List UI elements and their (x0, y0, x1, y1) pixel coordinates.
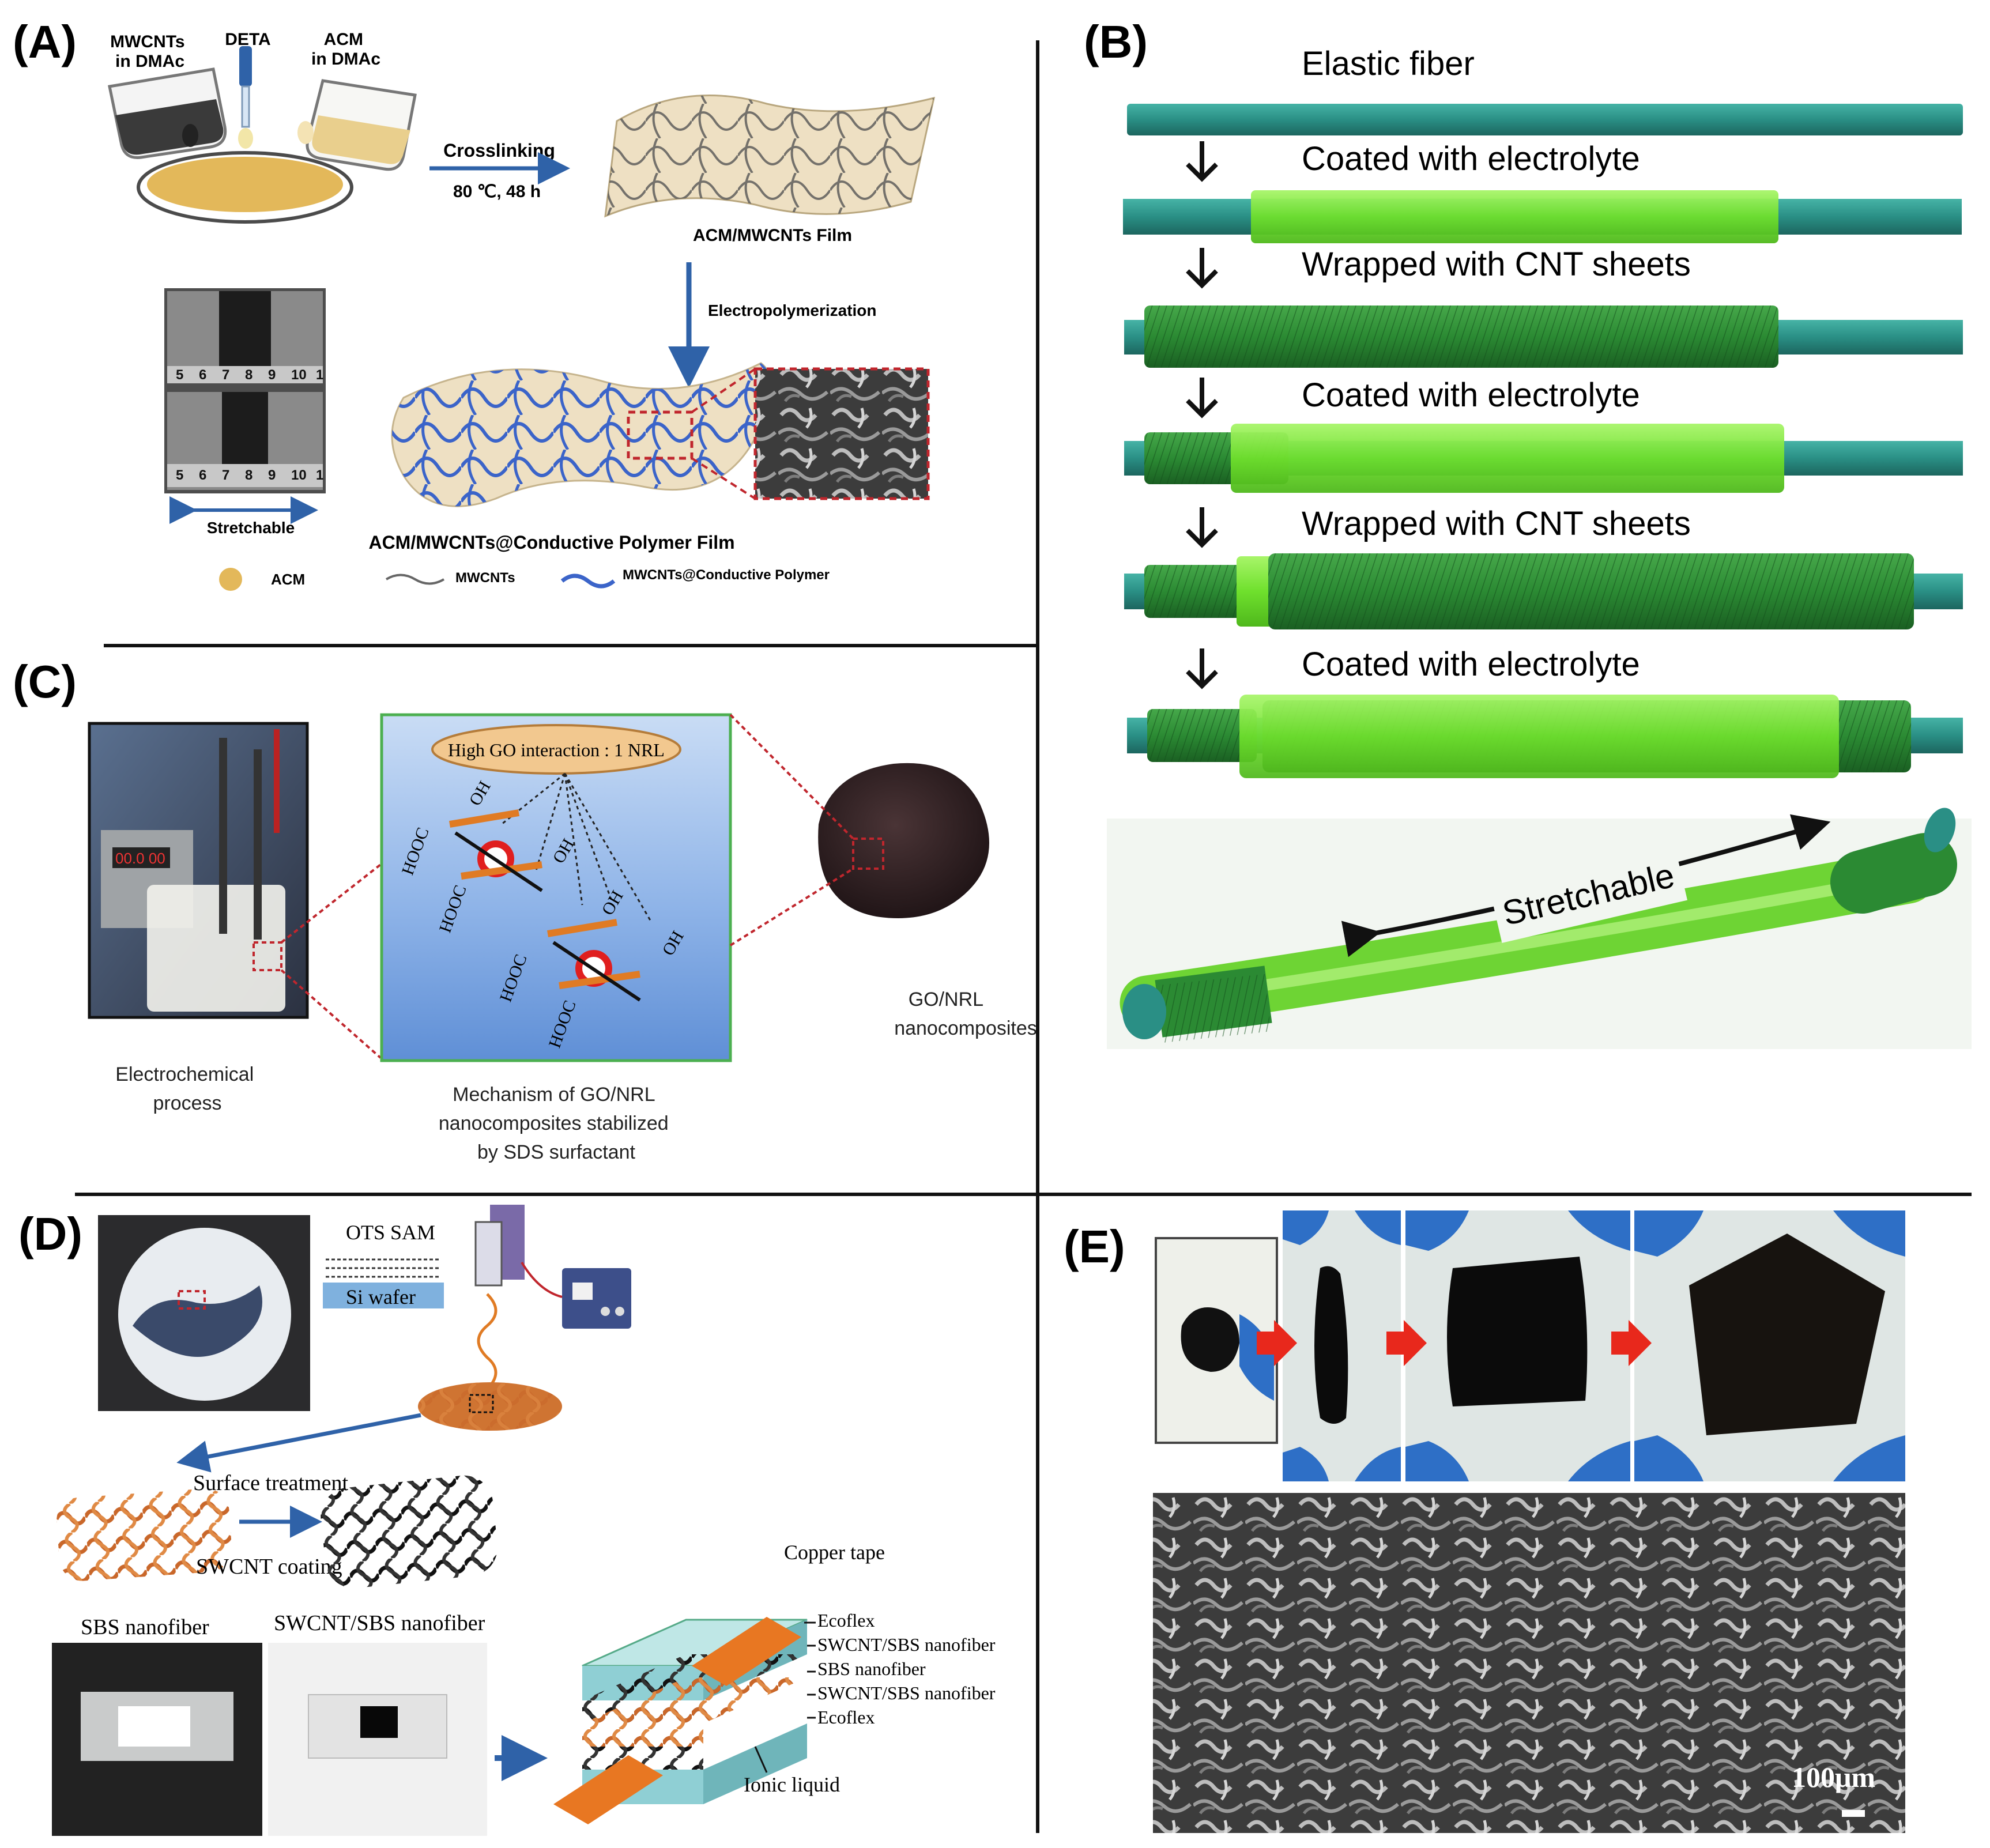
interaction-bubble (431, 724, 681, 775)
svg-text:7: 7 (222, 367, 229, 383)
svg-text:10: 10 (291, 467, 307, 483)
panel-e-label: (E) (1064, 1221, 1125, 1272)
copper-tape-label: Copper tape (784, 1541, 885, 1564)
stretchable-label: Stretchable (207, 519, 295, 537)
svg-text:00.0 00: 00.0 00 (115, 850, 165, 867)
step-5-label: Wrapped with CNT sheets (1302, 505, 1691, 542)
svg-text:1: 1 (316, 467, 323, 483)
nrl-particle-1 (449, 809, 543, 892)
layer-swcnt-bottom: SWCNT/SBS nanofiber (817, 1683, 996, 1703)
fiber-1-elastic (1127, 104, 1963, 135)
mechanism-lines (501, 772, 653, 923)
step-3-label: Wrapped with CNT sheets (1302, 246, 1691, 283)
swcnt-sbs-label: SWCNT/SBS nanofiber (274, 1611, 485, 1635)
fiber-2-electrolyte (1251, 190, 1778, 243)
step-4-label: Coated with electrolyte (1302, 376, 1640, 414)
svg-text:6: 6 (199, 367, 206, 383)
layer-sbs: SBS nanofiber (817, 1658, 926, 1679)
interaction-label: High GO interaction : 1 NRL (448, 740, 665, 760)
mat-black (321, 1475, 498, 1589)
si-wafer-box (323, 1283, 444, 1308)
svg-text:9: 9 (268, 467, 276, 483)
sem-image (1153, 1493, 1905, 1833)
step-2-label: Coated with electrolyte (1302, 140, 1640, 178)
scale-label: 100μm (1792, 1761, 1875, 1793)
stretch-photo: 5 6 7 8 9 10 1 5 6 7 8 9 10 1 (164, 288, 326, 493)
progress-arrows (1257, 1320, 1652, 1366)
crosslinking-label: Crosslinking (443, 140, 555, 161)
fiber-6-electrolyte (1239, 695, 1839, 778)
dish-icon (137, 151, 353, 224)
panel-d-label: (D) (18, 1208, 82, 1259)
svg-text:1: 1 (316, 367, 323, 383)
ots-sam-icon (326, 1258, 441, 1278)
svg-text:5: 5 (176, 367, 183, 383)
reagent-mwcnts-label: MWCNTs in DMAc (110, 32, 190, 71)
si-label: Si wafer (346, 1285, 416, 1308)
dropper-icon (238, 46, 253, 149)
copper-tape-top (692, 1617, 801, 1686)
panel-b-label: (B) (1084, 16, 1148, 67)
legend-polymer-label: MWCNTs@Conductive Polymer (623, 567, 830, 583)
stretched-fiber-cnt-right (1830, 833, 1957, 914)
legend-acm-label: ACM (271, 571, 305, 588)
panel-c-label: (C) (13, 656, 77, 707)
collector-arrow (176, 1413, 421, 1473)
reagent-acm-label: ACM in DMAc (311, 30, 380, 69)
legend-mwcnts-icon (385, 574, 445, 585)
mat-orange (56, 1488, 232, 1581)
zoom-box (627, 410, 694, 460)
sem-inset (753, 367, 930, 500)
film2-label: ACM/MWCNTs@Conductive Polymer Film (368, 532, 734, 553)
sbs-label: SBS nanofiber (81, 1615, 209, 1639)
copper-tape-bottom (553, 1755, 663, 1824)
svg-text:8: 8 (245, 467, 252, 483)
stretched-fiber-end-left (1122, 984, 1166, 1039)
caption-nanocomposites: GO/NRL nanocomposites (894, 989, 1037, 1039)
panel-a-label: (A) (13, 16, 77, 67)
surface-treatment-label: Surface treatment (193, 1471, 348, 1495)
nrl-particle-2 (547, 919, 641, 1002)
legend-acm-icon (219, 568, 242, 591)
panel-d: (D) OTS SAM Si wafer Surface treatment S… (18, 1205, 996, 1836)
svg-text:9: 9 (268, 367, 276, 383)
coating-label: SWCNT coating (196, 1555, 342, 1579)
step-1-label: Elastic fiber (1302, 45, 1475, 82)
panel-e: (E) 100μm (1064, 1210, 1905, 1833)
layer-ecoflex-top: Ecoflex (817, 1610, 875, 1631)
legend-mwcnts-label: MWCNTs (455, 570, 515, 586)
ionic-liquid-label: Ionic liquid (744, 1773, 840, 1796)
layer-swcnt-top: SWCNT/SBS nanofiber (817, 1634, 996, 1655)
beaker-mwcnts-icon (108, 67, 227, 159)
stretched-fiber-end-right (1924, 808, 1956, 853)
scale-bar (1842, 1810, 1865, 1817)
beaker-acm-icon (297, 79, 417, 171)
panel-c: (C) 00.0 00 Electrochemical process High… (13, 656, 1037, 1163)
layer-leaders (804, 1621, 816, 1719)
nanocomposite-blob (818, 763, 989, 918)
fiber-4-electrolyte (1231, 424, 1784, 493)
step-6-label: Coated with electrolyte (1302, 646, 1640, 683)
panel-b: (B) Elastic fiber Coated with electrolyt… (1084, 16, 1972, 1049)
svg-text:5: 5 (176, 467, 183, 483)
caption-mechanism: Mechanism of GO/NRL nanocomposites stabi… (439, 1084, 674, 1163)
legend-polymer-icon (560, 574, 616, 589)
panel-a: (A) MWCNTs in DMAc DETA ACM in DMA (13, 16, 935, 591)
svg-text:10: 10 (291, 367, 307, 383)
ots-label: OTS SAM (346, 1221, 435, 1244)
layer-ecoflex-bottom: Ecoflex (817, 1707, 875, 1728)
step-arrows (1186, 141, 1218, 689)
electropolymerization-label: Electropolymerization (708, 301, 877, 319)
svg-text:6: 6 (199, 467, 206, 483)
svg-text:7: 7 (222, 467, 229, 483)
film1-label: ACM/MWCNTs Film (693, 226, 852, 245)
lab-photo: 00.0 00 (88, 722, 309, 1019)
reagent-deta-label: DETA (225, 30, 270, 49)
caption-electrochemical: Electrochemical process (115, 1063, 259, 1114)
svg-text:8: 8 (245, 367, 252, 383)
condition-label: 80 ℃, 48 h (453, 182, 541, 201)
